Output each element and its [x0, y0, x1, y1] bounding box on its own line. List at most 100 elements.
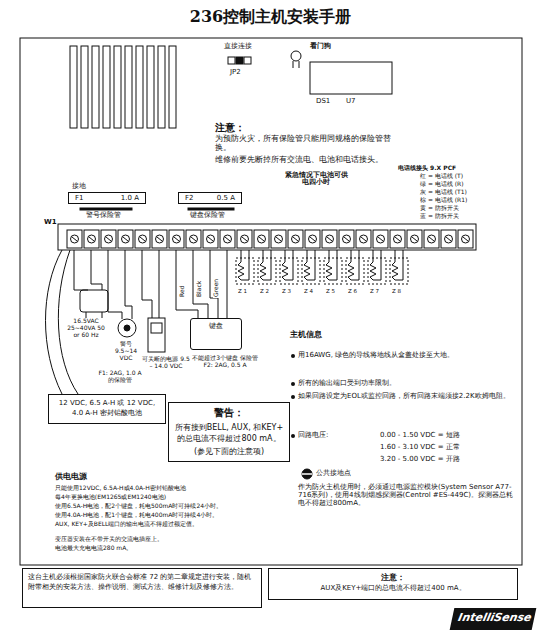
- battery-wires: [46, 250, 79, 394]
- terminal-strip: [275, 235, 283, 243]
- eol-resistors: [236, 250, 408, 284]
- label-text: 可关断的电源 9.5 – 14.0 VDC: [142, 356, 190, 370]
- bullets: [291, 354, 295, 438]
- node-text: (参见下面的注意项): [174, 446, 284, 457]
- label-text: 蓝 = 防拆开关: [420, 213, 459, 220]
- node-text: 12 VDC, 6.5 A-H 或 12 VDC, 4.0 A-H 密封铅酸电池: [54, 398, 160, 418]
- label-text: 维修前要先断掉所有交流电、电池和电话接头。: [215, 155, 405, 164]
- terminal-strip: [411, 235, 419, 243]
- terminal-strip: [186, 230, 201, 248]
- terminal-strip: [326, 235, 334, 243]
- terminal-strip: [356, 230, 371, 248]
- keypad-wires: [227, 250, 228, 318]
- transformer-wires: [91, 250, 102, 290]
- eol-resistors: [392, 262, 403, 280]
- terminal-strip: [191, 237, 196, 241]
- eol-resistors: [307, 250, 308, 262]
- eol-resistors: [390, 258, 408, 284]
- label-text: 变压器安装在不带开关的交流电插座上。: [55, 536, 290, 543]
- eol-resistors: [302, 258, 320, 284]
- label-text: Z 5: [326, 288, 335, 294]
- terminal-strip: [309, 235, 317, 243]
- keypad-wires: [176, 250, 227, 318]
- battery-wires: [46, 250, 63, 394]
- switched-power-device: [142, 250, 165, 352]
- ground-symbol: [302, 473, 312, 475]
- siren: [108, 250, 122, 319]
- terminal-strip: [89, 237, 94, 241]
- bullets: [291, 395, 295, 399]
- terminal-strip: [123, 237, 128, 241]
- fuse-tubes: [80, 208, 132, 210]
- eol-resistors: [238, 262, 249, 280]
- terminal-strip: [135, 230, 150, 248]
- wiring-art: [20, 38, 522, 565]
- keypad-wires: [193, 250, 208, 318]
- label-text: DS1: [316, 97, 330, 105]
- terminal-strip: [203, 230, 218, 248]
- eol-resistors: [381, 250, 382, 262]
- terminal-strip: [395, 237, 400, 241]
- label-text: Z 2: [260, 288, 269, 294]
- label-text: 红 = 电话线 (T): [420, 173, 463, 180]
- node-text: 所有接到BELL, AUX, 和KEY+ 的总电流不得超过800 mA。: [174, 422, 284, 444]
- terminal-strip: [122, 235, 130, 243]
- terminal-strip: [237, 230, 252, 248]
- eol-resistors: [329, 250, 330, 262]
- terminal-strip: [327, 237, 332, 241]
- eol-resistors: [395, 250, 396, 262]
- terminal-strip: [412, 237, 417, 241]
- eol-resistors: [271, 250, 272, 262]
- heat-sink: [103, 46, 110, 128]
- terminal-strip: [394, 235, 402, 243]
- siren: [125, 250, 132, 319]
- node-text: 注意：: [274, 572, 512, 583]
- label-text: F1: 2AG, 1.0 A的保险管: [98, 370, 142, 384]
- terminal-strip: [88, 235, 96, 243]
- keypad-box: 键盘: [190, 318, 242, 350]
- label-text: 如果回路设定为EOL或监控回路，所有回路末端须接2.2K欧姆电阻。: [298, 392, 516, 400]
- label-text: 使用6.5A-H电池，配2个键盘，耗电500mA时可持续24小时。: [55, 503, 290, 510]
- label-text: 所有的输出端口受到功率限制。: [298, 379, 516, 387]
- label-text: 使用4.0A-H电池，配1个键盘，耗电400mA时可持续4小时。: [55, 512, 290, 519]
- node-text: 1.0 A: [121, 194, 139, 202]
- bullets: [291, 434, 295, 438]
- terminal-strip: [157, 237, 162, 241]
- terminal-strip: [174, 237, 179, 241]
- label-text: 黄 = 防拆开关: [420, 205, 459, 212]
- terminal-strip: [305, 230, 320, 248]
- terminal-strip: [152, 230, 167, 248]
- label-text: 注意：: [215, 122, 245, 134]
- jp2-jumper: [228, 57, 251, 64]
- eol-resistors: [315, 250, 316, 262]
- label-text: 用16AWG, 绿色的导线将地线从盒盖处接至大地。: [298, 351, 516, 359]
- eol-resistors: [326, 262, 337, 280]
- terminal-strip: [225, 237, 230, 241]
- switched-power-device: [148, 318, 165, 352]
- terminal-strip: [67, 230, 82, 248]
- panel-frame: [20, 38, 522, 565]
- terminal-strip: [190, 235, 198, 243]
- eol-resistors: [346, 258, 364, 284]
- brand-logo: IntelliSense: [450, 608, 537, 630]
- terminal-strip: [463, 237, 468, 241]
- terminal-strip: [67, 230, 473, 248]
- terminal-strip: [377, 235, 385, 243]
- heat-sink: [169, 46, 176, 128]
- terminal-strip: [344, 237, 349, 241]
- label-text: 供电电源: [55, 472, 87, 481]
- terminal-strip: [208, 237, 213, 241]
- wire-color: Red: [179, 285, 186, 298]
- terminal-strip: [207, 235, 215, 243]
- jp2-jumper: [244, 57, 251, 64]
- node-text: F1: [75, 194, 83, 202]
- eol-resistors: [373, 250, 374, 262]
- label-text: W1: [44, 218, 57, 226]
- eol-resistors: [304, 262, 315, 280]
- eol-resistors: [351, 250, 352, 262]
- bullets: [291, 382, 295, 386]
- terminal-strip: [118, 230, 133, 248]
- terminal-strip: [407, 230, 422, 248]
- terminal-strip: [429, 237, 434, 241]
